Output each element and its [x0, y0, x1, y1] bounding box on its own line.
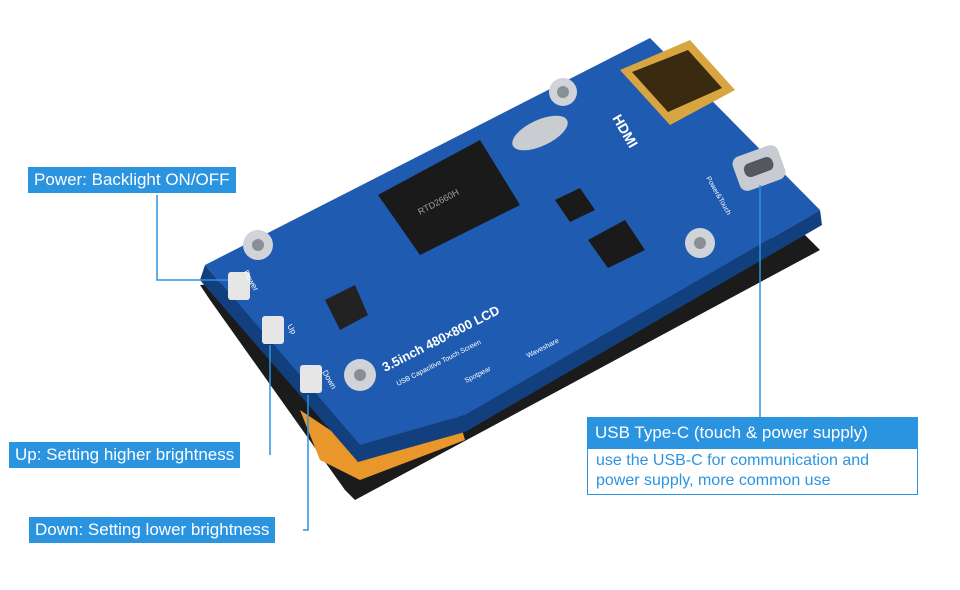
standoff [557, 86, 569, 98]
hdmi-opening [632, 50, 722, 112]
main-chip [378, 140, 520, 255]
down-button [300, 365, 322, 393]
usb-callout: USB Type-C (touch & power supply) use th… [587, 417, 918, 495]
usb-callout-title: USB Type-C (touch & power supply) [587, 417, 918, 449]
pcb-board [205, 38, 820, 445]
crystal [512, 115, 568, 151]
up-button [262, 316, 284, 344]
small-chip [588, 220, 645, 268]
usb-callout-description: use the USB-C for communication and powe… [596, 452, 870, 489]
small-chip [555, 188, 595, 222]
up-callout: Up: Setting higher brightness [9, 442, 241, 468]
down-callout: Down: Setting lower brightness [29, 517, 276, 543]
standoff [354, 369, 366, 381]
down-leader-line [303, 395, 309, 531]
power-callout: Power: Backlight ON/OFF [28, 167, 236, 193]
standoff [252, 239, 264, 251]
usb-c-opening [743, 157, 774, 178]
power-button [228, 272, 250, 300]
power-leader-line [156, 195, 228, 281]
inductor [325, 285, 368, 330]
standoff [694, 237, 706, 249]
